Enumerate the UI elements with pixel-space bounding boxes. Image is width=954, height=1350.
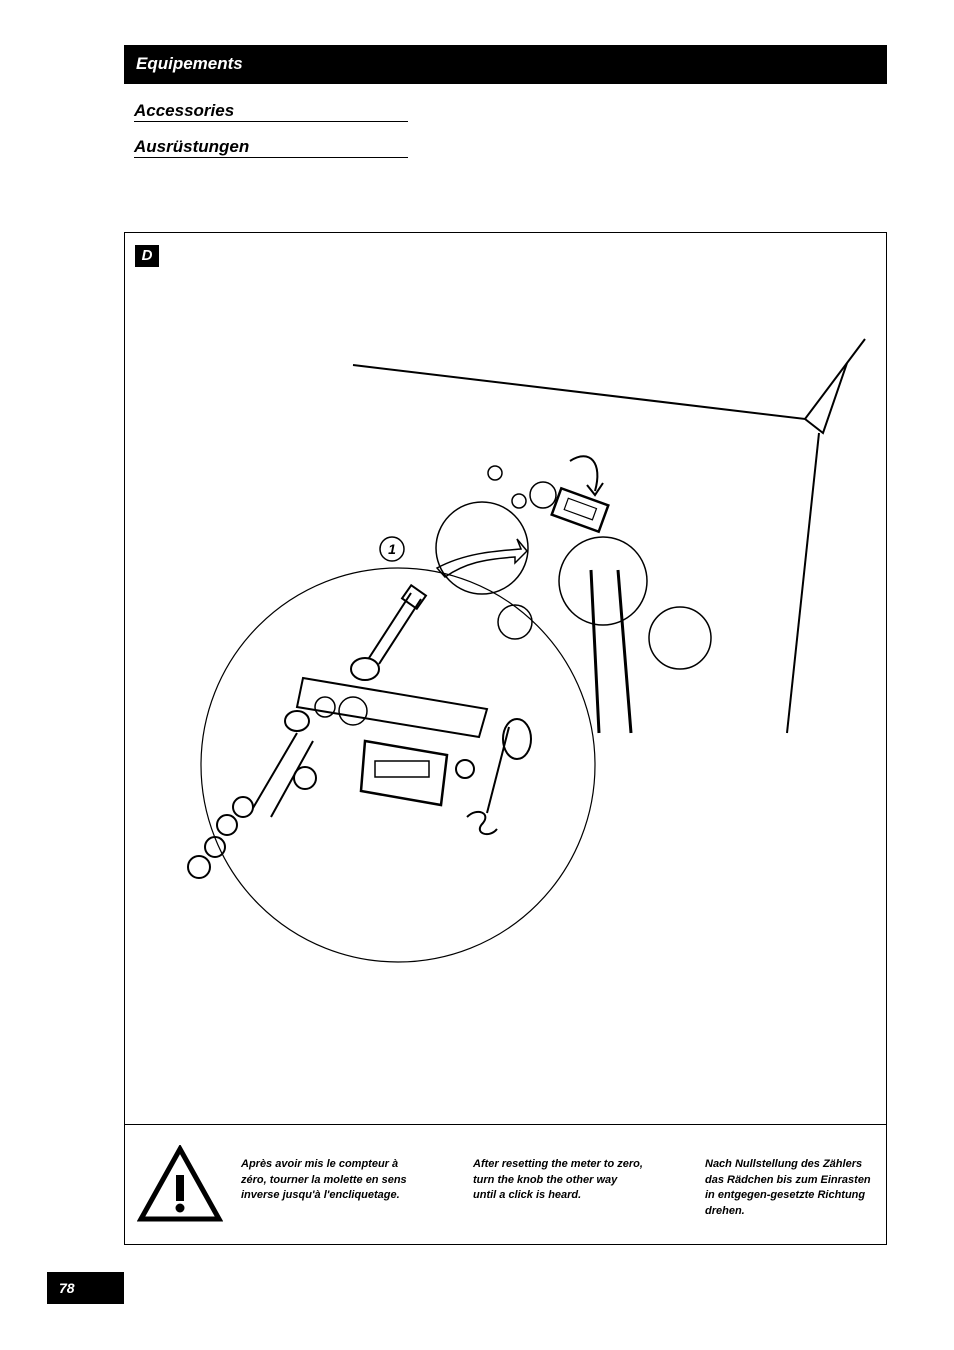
spring [466, 810, 498, 836]
cap-circle-large [648, 606, 712, 670]
rotation-arrow [569, 455, 599, 492]
subheading-english: Accessories [134, 101, 408, 122]
spacer-tube [252, 732, 314, 818]
counter-assembly-illustration: 1 [187, 338, 866, 963]
callout-circle [379, 536, 405, 562]
notes-divider [125, 1124, 886, 1125]
shaft [589, 569, 633, 734]
mount-circle [558, 536, 648, 626]
frame-outline [352, 338, 866, 421]
turn-arrow [435, 538, 529, 578]
mounting-plate [295, 676, 489, 739]
page-number: 78 [47, 1272, 124, 1304]
cap-circle-small [497, 604, 533, 640]
warning-triangle-icon [137, 1145, 223, 1222]
counter-display [374, 760, 430, 778]
callout-number: 1 [388, 541, 396, 557]
note-german: Nach Nullstellung des Zählers das Rädche… [705, 1158, 871, 1217]
section-header-bar: Equipements [124, 45, 887, 84]
note-french: Après avoir mis le compteur à zéro, tour… [241, 1158, 407, 1201]
subheading-german: Ausrüstungen [134, 137, 408, 158]
figure-frame: D [124, 232, 887, 1245]
note-english: After resetting the meter to zero, turn … [473, 1158, 643, 1201]
section-title: Equipements [136, 54, 243, 73]
counter-small [550, 486, 610, 534]
counter-box [359, 739, 449, 807]
rotation-circle [435, 501, 529, 595]
detail-magnifier [200, 567, 596, 963]
bolt [368, 592, 422, 665]
figure-label: D [135, 245, 159, 267]
